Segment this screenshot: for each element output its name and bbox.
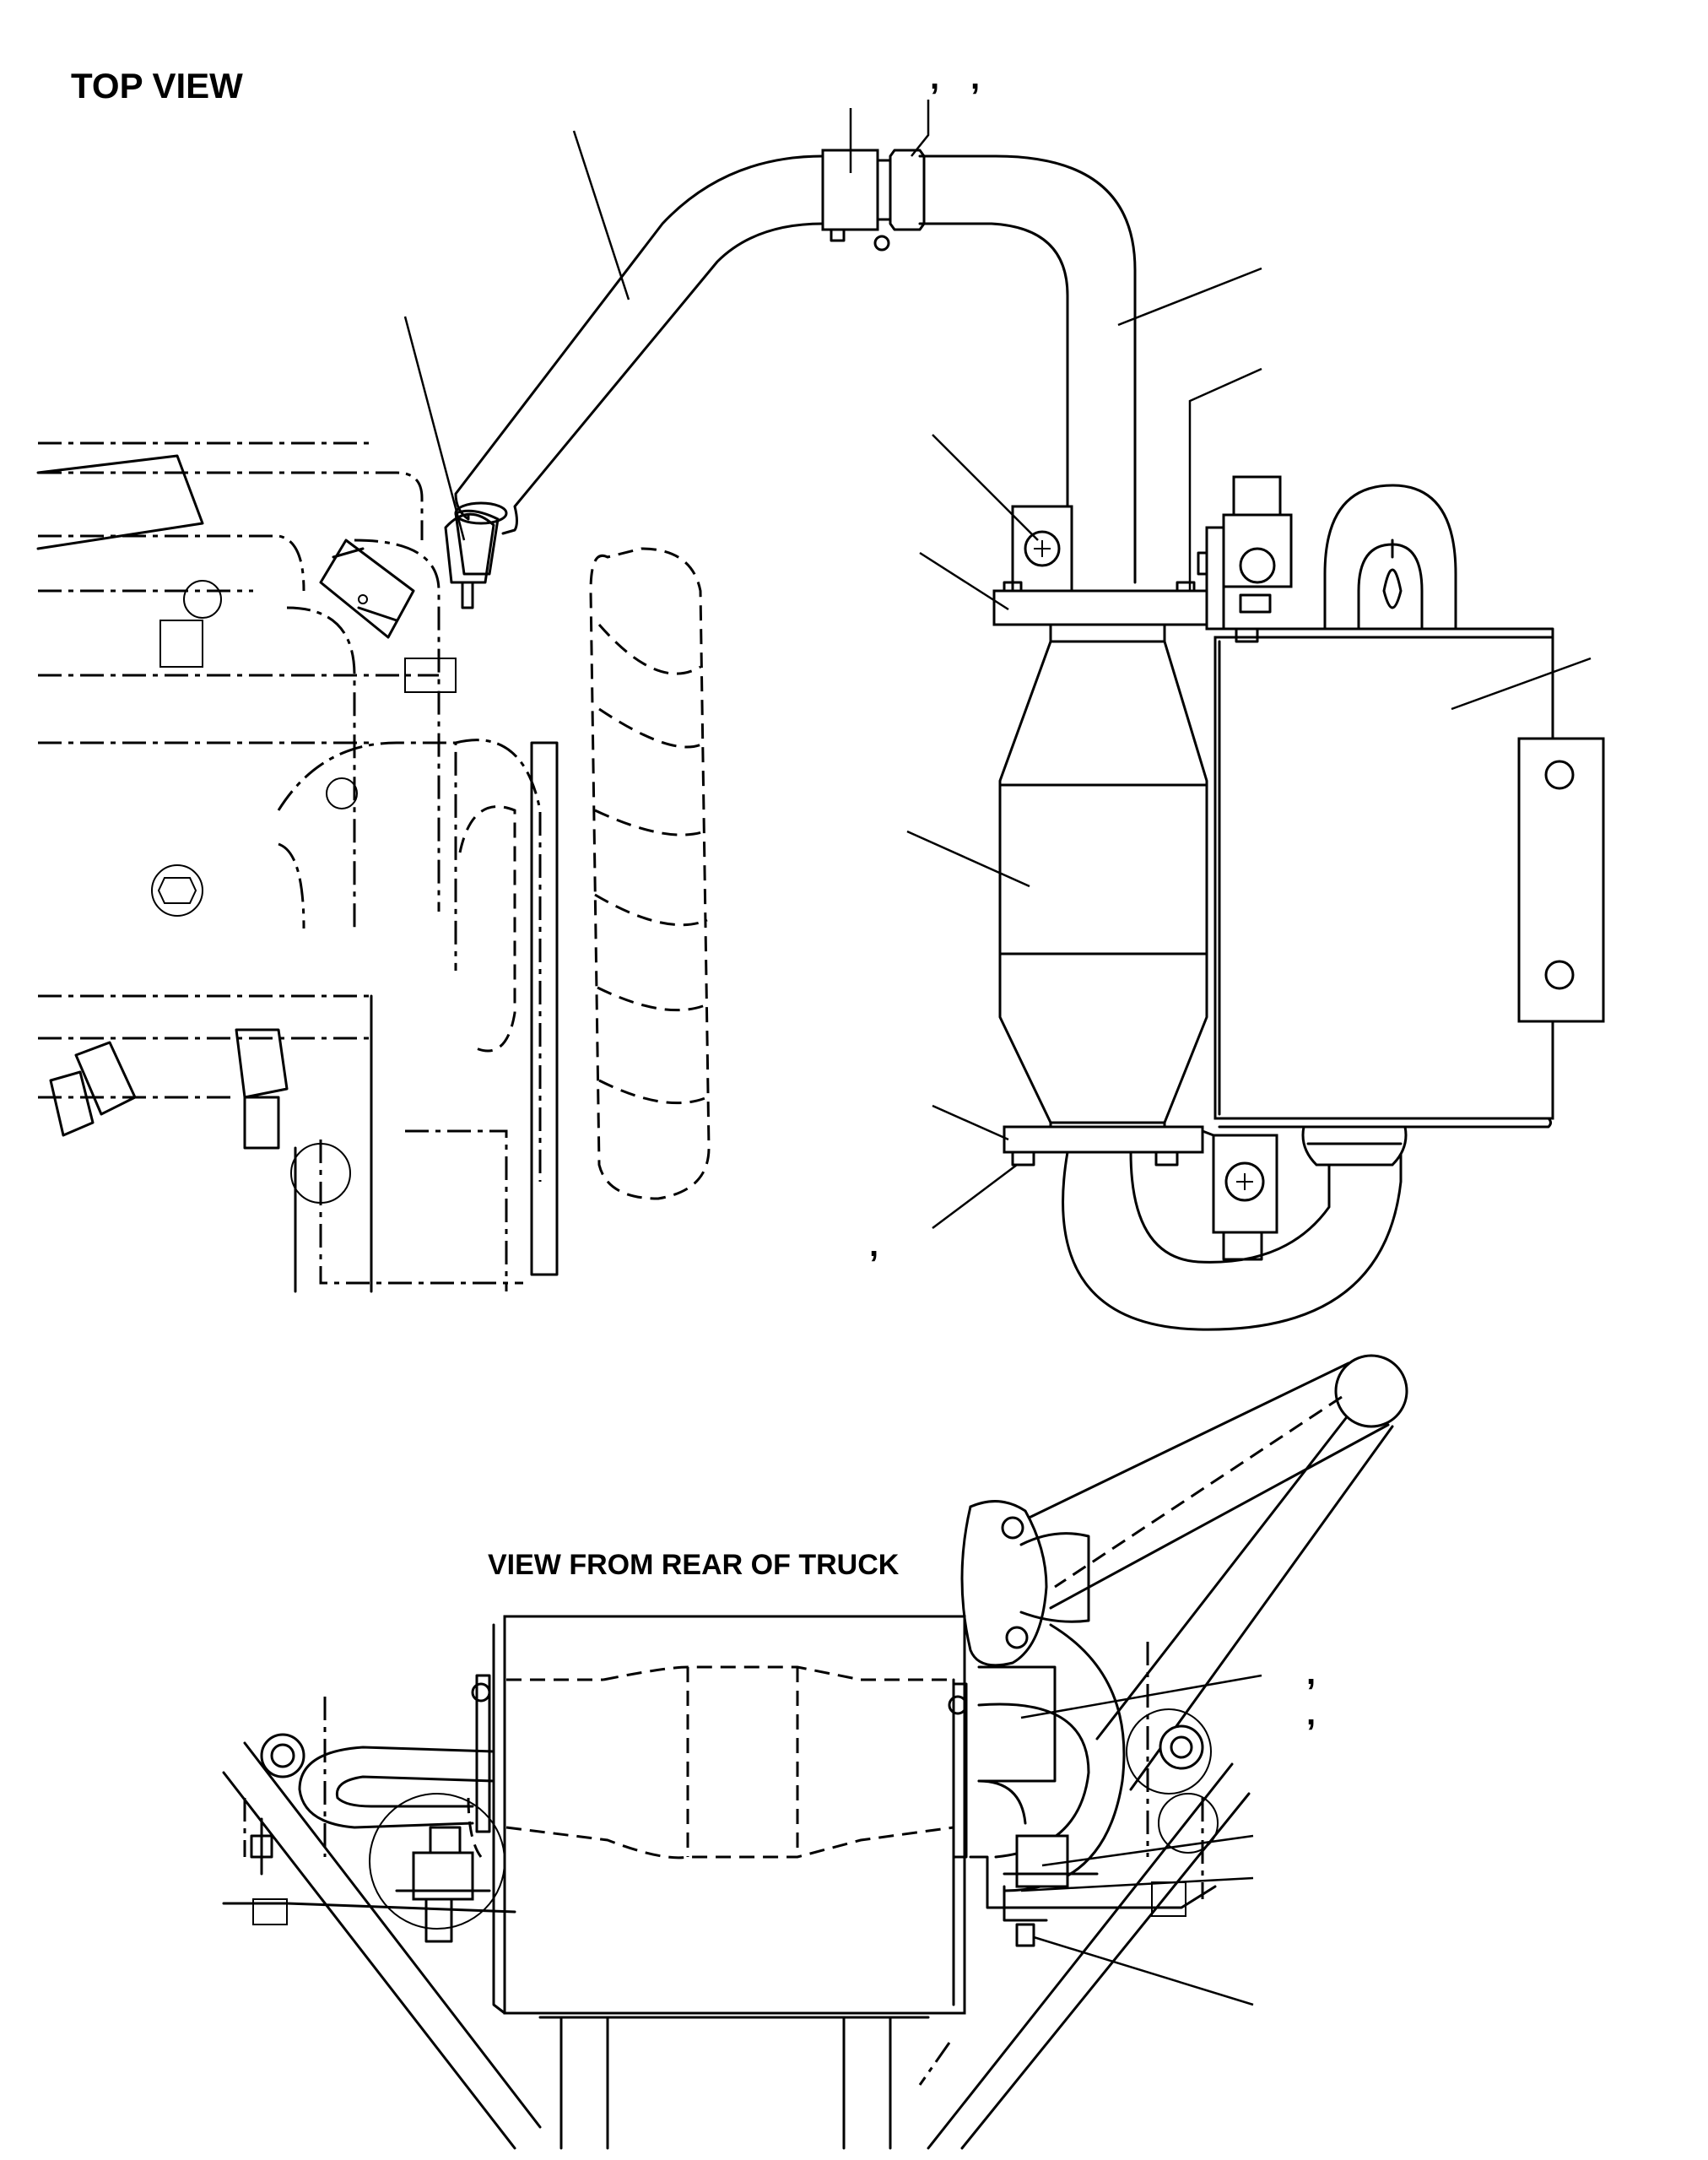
leader-line xyxy=(1188,367,1262,591)
muffler-catalyst xyxy=(992,475,1605,1331)
rear-left-mount xyxy=(222,1697,516,1943)
leader-line xyxy=(919,551,1009,611)
callout-mark: , xyxy=(1306,1695,1316,1732)
engine-block xyxy=(36,441,559,1293)
rear-view-drawing xyxy=(222,1354,1408,2150)
callout-mark: , xyxy=(930,59,940,96)
top-view-leaders xyxy=(403,100,1592,1229)
leader-line xyxy=(1451,657,1592,711)
leader-line xyxy=(1033,1935,1254,2006)
tail-pipe xyxy=(960,1354,1408,1892)
leader-line xyxy=(911,100,930,157)
leader-line xyxy=(906,830,1030,888)
rear-right-mount xyxy=(969,1642,1219,1947)
leader-line xyxy=(932,1164,1018,1229)
leader-line xyxy=(572,130,630,300)
top-view-title: TOP VIEW xyxy=(71,66,243,106)
exhaust-pipe xyxy=(454,149,1137,584)
cooling-fan xyxy=(589,547,711,1200)
rear-view-title: VIEW FROM REAR OF TRUCK xyxy=(488,1549,900,1581)
leader-line xyxy=(1020,1876,1254,1892)
callout-mark: , xyxy=(1306,1654,1316,1692)
top-view-drawing xyxy=(36,100,1605,1331)
leader-line xyxy=(403,316,466,541)
leader-line xyxy=(932,1104,1009,1141)
callout-mark: , xyxy=(869,1226,879,1264)
muffler-rear xyxy=(471,1615,968,2015)
leader-line xyxy=(1041,1834,1254,1867)
callout-mark: , xyxy=(970,59,981,96)
leader-line xyxy=(1117,267,1262,327)
leader-line xyxy=(1020,1674,1262,1719)
rear-view-leaders xyxy=(1020,1674,1262,2006)
leader-line xyxy=(932,434,1039,541)
frame-rails xyxy=(222,1741,1251,2150)
